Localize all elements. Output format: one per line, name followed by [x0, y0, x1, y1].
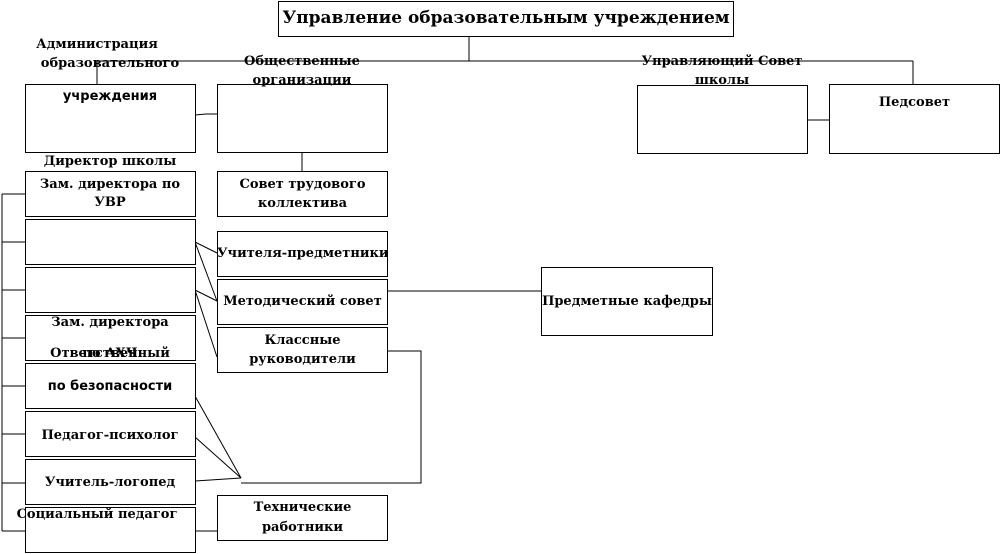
connector-vr-method [194, 289, 218, 302]
class-teachers-label-line2: руководители [249, 352, 356, 367]
public-orgs-label-line1: Общественные [244, 54, 360, 69]
zam-uvr-label-line2: УВР [94, 195, 126, 210]
safety-label-line2: по безопасности [47, 379, 173, 394]
public-orgs-box [217, 84, 388, 153]
work-council-label-line1: Совет трудового [239, 177, 366, 192]
safety-box [25, 363, 196, 409]
connector-admin-public [194, 113, 217, 116]
council-label-line1: Управляющий Совет [641, 54, 803, 69]
psychologist-box [25, 411, 196, 457]
connector-psych [194, 436, 242, 479]
safety-label-line1: Ответственный [50, 346, 170, 361]
connector-uvr-teachers [194, 241, 218, 254]
subject-teachers-label: Учителя-предметники [217, 246, 389, 261]
diagram-title: Управление образовательным учреждением [282, 8, 730, 28]
connector-uvr-method [194, 241, 218, 302]
tech-staff-box [217, 495, 388, 541]
pedsovet-box [829, 84, 1000, 154]
admin-label-line3: учреждения [62, 89, 158, 104]
work-council-box [217, 171, 388, 217]
work-council-label-line2: коллектива [257, 196, 348, 211]
social-pedagogue-box [25, 507, 196, 553]
method-council-box [217, 279, 388, 325]
method-council-label: Методический совет [223, 294, 382, 309]
council-box [637, 85, 808, 154]
class-teachers-label-line1: Классные [264, 333, 341, 348]
psychologist-label: Педагог-психолог [41, 428, 179, 443]
zam-ahch-box [25, 315, 196, 361]
connector-safety [194, 395, 242, 479]
class-teachers-box [217, 327, 388, 373]
admin-box [25, 84, 196, 153]
public-orgs-label-line2: организации [252, 73, 352, 88]
admin-label-line1: Администрация [36, 37, 158, 52]
tech-staff-label-line2: работники [261, 520, 344, 535]
title-box [278, 1, 734, 37]
social-pedagogue-label: Социальный педагог [16, 507, 178, 522]
zam-uvr-box [25, 171, 196, 217]
connector-class-right [241, 350, 422, 484]
blank-box-1 [25, 219, 196, 265]
tech-staff-label-line1: Технические [253, 500, 352, 515]
director-label: Директор школы [43, 154, 177, 169]
blank-box-2 [25, 267, 196, 313]
subject-depts-label: Предметные кафедры [542, 294, 712, 309]
zam-uvr-label-line1: Зам. директора по [39, 177, 181, 192]
subject-teachers-box [217, 231, 388, 277]
speech-therapist-label: Учитель-логопед [44, 475, 176, 490]
pedsovet-label: Педсовет [878, 95, 951, 110]
council-label-line2: школы [694, 73, 750, 88]
zam-ahch-label-line2: по АХЧ [82, 346, 138, 361]
subject-depts-box [541, 267, 713, 336]
zam-ahch-label-line1: Зам. директора [51, 315, 169, 330]
speech-therapist-box [25, 459, 196, 505]
connector-logoped [194, 477, 242, 482]
admin-label-line2: образовательного [40, 56, 180, 71]
connector-vr-class [194, 289, 218, 358]
